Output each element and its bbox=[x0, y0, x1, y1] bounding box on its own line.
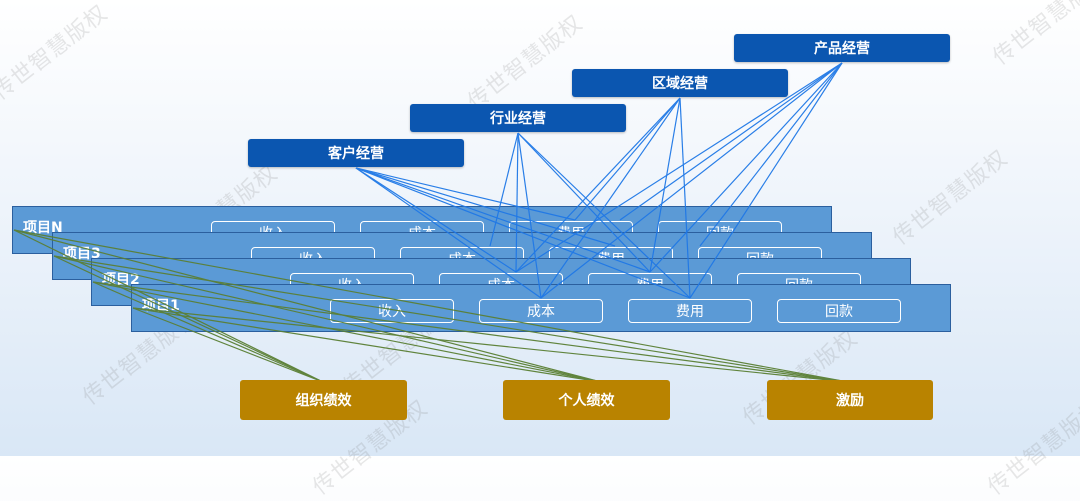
connector-line bbox=[689, 62, 843, 299]
connector-line bbox=[53, 255, 849, 383]
org-performance-box: 组织绩效 bbox=[240, 380, 407, 420]
connector-line bbox=[13, 229, 324, 383]
connector-line bbox=[132, 307, 324, 383]
connector-line bbox=[515, 62, 843, 273]
connector-line bbox=[699, 62, 843, 247]
connector-line bbox=[679, 97, 691, 299]
connector-line bbox=[132, 307, 602, 383]
project-layer-1: 项目1 收入 成本 费用 回款 bbox=[131, 284, 951, 332]
connector-line bbox=[540, 62, 843, 299]
connector-line bbox=[619, 62, 843, 221]
connector-lines bbox=[13, 62, 849, 383]
connector-line bbox=[355, 167, 517, 273]
connector-line bbox=[489, 132, 519, 247]
connector-line bbox=[92, 281, 324, 383]
green-connectors bbox=[13, 229, 849, 383]
connector-line bbox=[515, 97, 681, 273]
connector-line bbox=[355, 167, 576, 221]
personal-performance-box: 个人绩效 bbox=[503, 380, 670, 420]
metric-cost: 成本 bbox=[479, 299, 603, 323]
blue-connectors bbox=[355, 62, 843, 299]
connector-line bbox=[13, 229, 849, 383]
connector-line bbox=[92, 281, 602, 383]
connector-line bbox=[355, 167, 616, 247]
customer-management-box: 客户经营 bbox=[248, 139, 464, 167]
connector-line bbox=[355, 167, 651, 273]
connector-line bbox=[132, 307, 849, 383]
connector-line bbox=[53, 255, 324, 383]
incentive-box: 激励 bbox=[767, 380, 933, 420]
connector-line bbox=[649, 97, 681, 273]
metric-expense: 费用 bbox=[628, 299, 752, 323]
connector-line bbox=[517, 132, 542, 299]
industry-management-box: 行业经营 bbox=[410, 104, 626, 132]
connector-line bbox=[13, 229, 602, 383]
connector-line bbox=[355, 167, 691, 299]
connector-line bbox=[515, 132, 519, 273]
connector-line bbox=[355, 167, 542, 299]
connector-line bbox=[574, 97, 681, 221]
connector-line bbox=[92, 281, 849, 383]
metric-payment: 回款 bbox=[777, 299, 901, 323]
product-management-box: 产品经营 bbox=[734, 34, 950, 62]
region-management-box: 区域经营 bbox=[572, 69, 788, 97]
connector-line bbox=[540, 97, 681, 299]
connector-line bbox=[649, 62, 843, 273]
connector-line bbox=[517, 132, 651, 273]
connector-line bbox=[53, 255, 602, 383]
